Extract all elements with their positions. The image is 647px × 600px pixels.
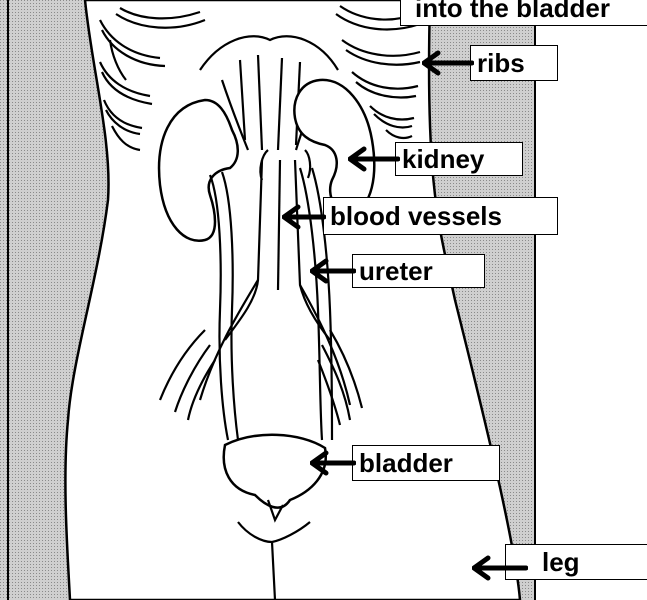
label-blood-vessels-text: blood vessels	[330, 203, 502, 229]
label-kidney-text: kidney	[402, 146, 484, 172]
arrow-blood-vessels-icon	[282, 204, 326, 230]
label-ribs: ribs	[470, 45, 558, 81]
title-text: into the bladder	[415, 0, 610, 21]
label-leg-text: leg	[542, 549, 580, 575]
arrow-ureter-icon	[310, 258, 356, 284]
label-blood-vessels: blood vessels	[323, 197, 558, 235]
label-ureter-text: ureter	[359, 258, 433, 284]
label-kidney: kidney	[395, 142, 523, 176]
label-bladder: bladder	[352, 445, 500, 481]
arrow-bladder-icon	[310, 450, 356, 476]
title-banner: into the bladder	[400, 0, 647, 26]
arrow-ribs-icon	[422, 50, 474, 76]
label-bladder-text: bladder	[359, 450, 453, 476]
arrow-kidney-icon	[348, 146, 400, 172]
label-ureter: ureter	[352, 254, 485, 288]
label-ribs-text: ribs	[477, 50, 525, 76]
arrow-leg-icon	[472, 555, 528, 581]
